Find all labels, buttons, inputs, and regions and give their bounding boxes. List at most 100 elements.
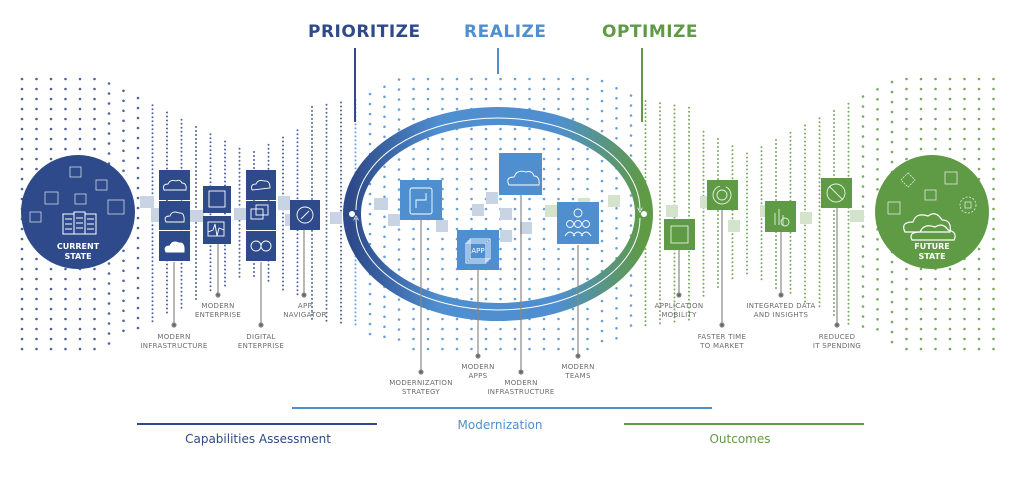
background-dot <box>499 227 502 231</box>
background-dot <box>528 137 531 141</box>
background-dot <box>397 168 401 171</box>
background-dot <box>195 178 197 180</box>
background-dot <box>847 150 850 153</box>
background-dot <box>615 217 618 220</box>
background-dot <box>586 347 589 351</box>
background-dot <box>542 287 546 291</box>
background-dot <box>35 97 38 101</box>
background-dot <box>282 240 284 243</box>
background-dot <box>673 284 676 287</box>
background-dot <box>455 347 459 351</box>
background-dot <box>731 265 734 268</box>
background-dot <box>861 185 865 188</box>
background-dot <box>644 120 647 123</box>
background-dot <box>340 269 342 272</box>
background-dot <box>412 117 415 121</box>
background-dot <box>977 307 981 311</box>
background-dot <box>847 174 850 177</box>
background-dot <box>195 242 197 244</box>
background-dot <box>586 77 589 81</box>
background-dot <box>35 337 38 341</box>
background-dot <box>861 165 865 168</box>
background-dot <box>267 159 270 162</box>
background-dot <box>151 276 154 279</box>
background-dot <box>383 225 386 229</box>
background-dot <box>499 297 502 301</box>
background-dot <box>35 317 38 321</box>
app-stack-icon <box>465 242 487 264</box>
background-dot <box>340 209 342 212</box>
background-dot <box>151 236 154 239</box>
background-dot <box>383 185 386 189</box>
background-dot <box>107 82 111 85</box>
background-dot <box>136 246 140 250</box>
background-dot <box>746 220 748 223</box>
background-dot <box>397 228 401 231</box>
background-dot <box>746 208 748 211</box>
background-dot <box>818 185 821 188</box>
background-dot <box>470 197 473 201</box>
background-dot <box>151 228 154 231</box>
background-dot <box>20 287 24 291</box>
background-dot <box>325 179 328 182</box>
background-dot <box>455 227 459 231</box>
background-dot <box>470 217 473 221</box>
background-dot <box>499 287 502 291</box>
background-dot <box>775 175 777 177</box>
background-dot <box>311 281 313 284</box>
background-dot <box>833 134 835 136</box>
background-dot <box>412 247 415 251</box>
background-dot <box>702 286 705 289</box>
background-dot <box>615 287 618 290</box>
background-dot <box>470 97 473 101</box>
background-dot <box>296 265 299 268</box>
background-dot <box>977 257 981 261</box>
background-dot <box>673 260 676 263</box>
background-dot <box>673 148 676 151</box>
background-dot <box>746 256 748 259</box>
background-dot <box>861 235 865 238</box>
background-dot <box>659 214 661 217</box>
background-dot <box>542 77 546 81</box>
background-dot <box>847 302 850 305</box>
background-dot <box>426 347 430 351</box>
background-dot <box>195 246 197 248</box>
background-dot <box>963 117 966 121</box>
background-dot <box>688 266 690 269</box>
background-dot <box>354 263 357 266</box>
background-dot <box>180 122 183 125</box>
background-dot <box>426 247 430 251</box>
background-dot <box>557 97 560 101</box>
background-dot <box>368 332 372 336</box>
background-dot <box>890 290 894 294</box>
background-dot <box>64 317 67 321</box>
background-dot <box>905 277 908 281</box>
background-dot <box>818 273 821 276</box>
background-dot <box>789 251 792 254</box>
background-dot <box>455 287 459 291</box>
background-dot <box>659 258 661 261</box>
background-dot <box>833 158 835 160</box>
background-dot <box>340 137 342 140</box>
background-dot <box>557 107 560 111</box>
background-dot <box>702 162 705 165</box>
background-dot <box>136 296 140 300</box>
background-dot <box>122 309 125 313</box>
background-dot <box>311 245 313 248</box>
background-dot <box>804 140 806 143</box>
background-dot <box>484 147 488 151</box>
background-dot <box>368 122 372 126</box>
background-dot <box>992 197 995 201</box>
background-dot <box>847 162 850 165</box>
background-dot <box>688 210 690 213</box>
background-dot <box>934 117 937 121</box>
background-dot <box>702 290 705 293</box>
background-dot <box>659 126 661 129</box>
background-dot <box>977 157 981 161</box>
background-dot <box>977 277 981 281</box>
background-dot <box>629 204 633 207</box>
background-dot <box>412 77 415 81</box>
background-dot <box>368 132 372 136</box>
background-dot <box>397 238 401 241</box>
